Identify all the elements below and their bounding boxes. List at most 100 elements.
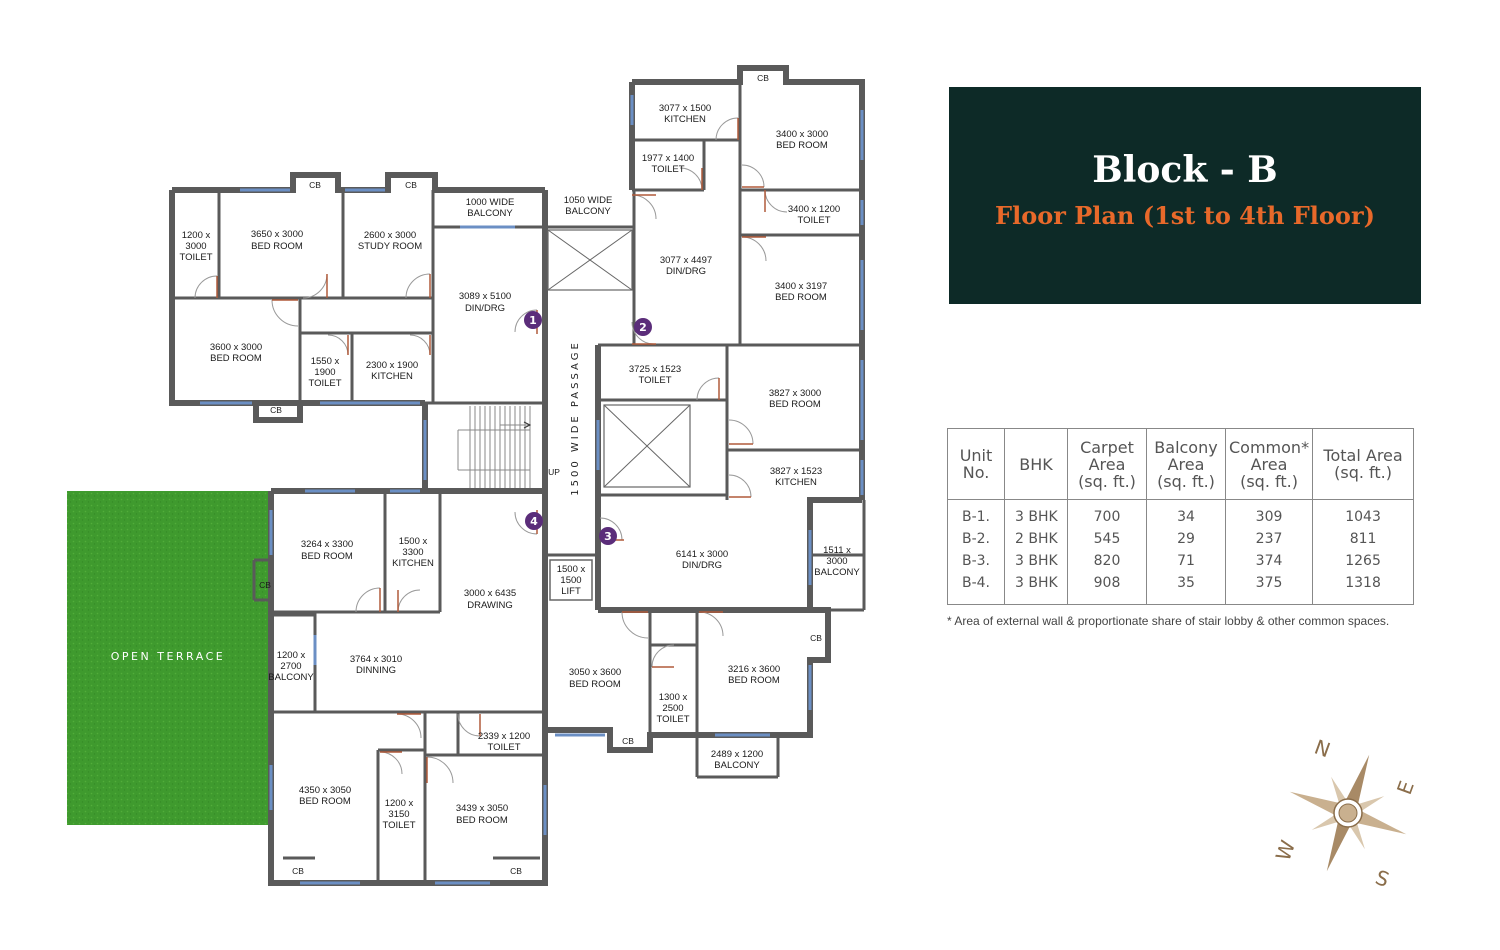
room-din-name: DIN/DRG — [666, 266, 706, 277]
room-bedroom-name: BED ROOM — [569, 679, 621, 690]
entry-marker-1 — [524, 311, 542, 329]
room-kitchen-l3: KITCHEN — [392, 558, 434, 569]
room-kitchen-name: KITCHEN — [664, 114, 706, 125]
room-kitchen-name: KITCHEN — [371, 371, 413, 382]
room-toilet-name: TOILET — [638, 375, 671, 386]
entry-marker-4-label: 4 — [530, 515, 538, 528]
room-kitchen-dim: 3827 x 1523 — [770, 466, 822, 477]
col-common-area: Common*Area(sq. ft.) — [1224, 428, 1314, 500]
room-dinning-dim: 3764 x 3010 — [350, 654, 402, 665]
cell-carpet: 700 — [1067, 499, 1147, 528]
room-balcony-l1: 1200 x — [277, 650, 306, 661]
terrace-label: OPEN TERRACE — [111, 650, 225, 663]
room-toilet-name: TOILET — [651, 164, 684, 175]
cell-total: 1265 — [1312, 550, 1415, 572]
room-bedroom-name: BED ROOM — [251, 241, 303, 252]
cell-unit: B-1. — [947, 499, 1005, 528]
table-row: B-1. 3 BHK 700 34 309 1043 — [947, 499, 1415, 528]
room-kitchen-dim: 2300 x 1900 — [366, 360, 418, 371]
room-din-name: DIN/DRG — [465, 303, 505, 314]
room-labels: 3077 x 1500 KITCHEN 3400 x 3000 BED ROOM… — [179, 103, 860, 831]
cell-balcony: 34 — [1146, 499, 1226, 528]
room-study-dim: 2600 x 3000 — [364, 230, 416, 241]
room-bedroom-dim: 4350 x 3050 — [299, 785, 351, 796]
col-bhk: BHK — [1004, 428, 1068, 500]
room-toilet-l2: 1900 — [314, 367, 335, 378]
stair-up-label: UP — [548, 467, 560, 477]
room-balcony-l1: 1511 x — [823, 545, 851, 556]
room-bedroom-name: BED ROOM — [299, 796, 351, 807]
table-footnote: * Area of external wall & proportionate … — [947, 614, 1390, 628]
cb-label: CB — [757, 73, 769, 83]
room-bedroom-dim: 3827 x 3000 — [769, 388, 821, 399]
room-toilet-l2: 3150 — [388, 809, 409, 820]
stair — [457, 406, 532, 488]
room-bedroom-dim: 3439 x 3050 — [456, 803, 508, 814]
cb-label: CB — [810, 633, 822, 643]
compass-s: S — [1372, 865, 1392, 892]
room-din-dim: 3089 x 5100 — [459, 291, 511, 302]
lift-l1: 1500 x — [557, 564, 586, 575]
room-bedroom-name: BED ROOM — [775, 292, 827, 303]
entry-marker-2-label: 2 — [639, 321, 647, 334]
cell-unit: B-2. — [947, 528, 1005, 550]
entry-marker-3 — [599, 527, 617, 545]
passage-label: 1500 WIDE PASSAGE — [570, 340, 581, 496]
cell-carpet: 908 — [1067, 572, 1147, 605]
table-row: B-2. 2 BHK 545 29 237 811 — [947, 528, 1415, 550]
cell-total: 1043 — [1312, 499, 1415, 528]
col-total-area: Total Area(sq. ft.) — [1312, 428, 1415, 500]
cb-label: CB — [622, 736, 634, 746]
room-toilet-dim: 2339 x 1200 — [478, 731, 530, 742]
room-balcony-l1: 1000 WIDE — [466, 197, 515, 208]
room-study-name: STUDY ROOM — [358, 241, 422, 252]
room-balcony-l3: BALCONY — [268, 672, 314, 683]
room-drawing-dim: 3000 x 6435 — [464, 588, 516, 599]
cell-balcony: 29 — [1146, 528, 1226, 550]
cell-carpet: 820 — [1067, 550, 1147, 572]
room-balcony-l2: BALCONY — [467, 208, 513, 219]
cb-labels: CB CB CB CB CB CB CB CB CB — [259, 73, 822, 876]
open-terrace — [67, 491, 271, 825]
cell-carpet: 545 — [1067, 528, 1147, 550]
room-toilet-l1: 1550 x — [311, 356, 340, 367]
room-kitchen-l1: 1500 x — [399, 536, 428, 547]
block-title: Block - B — [1092, 149, 1278, 191]
cell-unit: B-3. — [947, 550, 1005, 572]
room-toilet-l1: 1200 x — [385, 798, 414, 809]
compass-e: E — [1392, 778, 1419, 798]
room-bedroom-name: BED ROOM — [456, 815, 508, 826]
cb-label: CB — [259, 580, 271, 590]
room-balcony-name: BALCONY — [714, 760, 760, 771]
unit-entry-markers — [514, 309, 656, 545]
room-balcony-l3: BALCONY — [814, 567, 860, 578]
compass-rose-icon: N E S W — [1271, 735, 1419, 892]
room-bedroom-name: BED ROOM — [210, 353, 262, 364]
room-toilet-l3: TOILET — [308, 378, 341, 389]
room-bedroom-dim: 3600 x 3000 — [210, 342, 262, 353]
room-balcony-dim: 2489 x 1200 — [711, 749, 763, 760]
room-drawing-name: DRAWING — [467, 600, 513, 611]
compass-n: N — [1311, 735, 1333, 762]
cell-balcony: 71 — [1146, 550, 1226, 572]
room-toilet-l1: 1300 x — [659, 692, 688, 703]
cell-total: 811 — [1312, 528, 1415, 550]
cell-common: 375 — [1224, 572, 1314, 605]
entry-marker-1-label: 1 — [529, 314, 537, 327]
cell-common: 374 — [1224, 550, 1314, 572]
cell-balcony: 35 — [1146, 572, 1226, 605]
room-din-dim: 6141 x 3000 — [676, 549, 728, 560]
cb-label: CB — [270, 405, 282, 415]
room-bedroom-dim: 3650 x 3000 — [251, 229, 303, 240]
room-din-name: DIN/DRG — [682, 560, 722, 571]
room-toilet-l3: TOILET — [179, 252, 212, 263]
room-bedroom-name: BED ROOM — [301, 551, 353, 562]
room-bedroom-dim: 3050 x 3600 — [569, 667, 621, 678]
cell-bhk: 3 BHK — [1004, 550, 1068, 572]
entry-marker-4 — [525, 512, 543, 530]
cb-label: CB — [405, 180, 417, 190]
